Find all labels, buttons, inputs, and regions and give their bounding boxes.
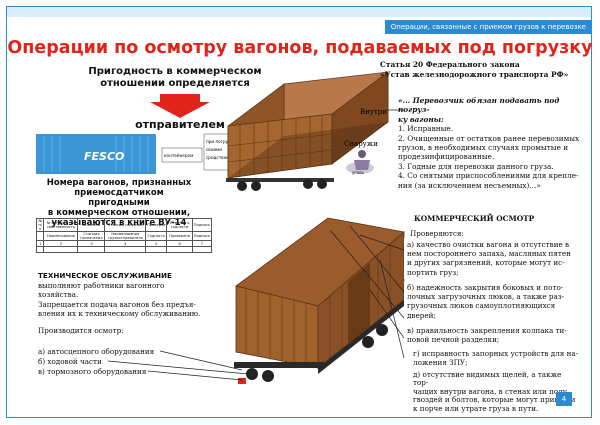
inside-label: Внутри [360, 108, 387, 116]
law-title-line-1: Статья 20 Федерального закона [380, 60, 520, 69]
inspect-item-a: а) автосцепного оборудования [38, 347, 155, 356]
container-illustration: FESCO контейнером при погрузке своими ср… [36, 133, 243, 174]
tech-line-4: вления их к техническому обслуживанию. [38, 309, 201, 318]
check-g-line: г) исправность запорных устройств для на… [413, 349, 579, 358]
check-d-line: к порче или утрате груза в пути. [413, 403, 539, 413]
book-line-2: приемосдатчиком пригодными [74, 188, 164, 208]
tech-line-1: выполняют работники вагонного [38, 280, 165, 290]
check-b-line: б) надежность закрытия боковых и пото- [407, 283, 564, 292]
check-v-line: повой печной разделки; [407, 335, 500, 345]
inspect-item-c: в) тормозного оборудования [38, 367, 147, 376]
check-b-line: лочных загрузочных люков, а также раз- [407, 292, 565, 302]
law-item: ния (за исключением несъемных)...» [398, 180, 541, 190]
check-intro: Проверяются: [410, 229, 464, 238]
law-quote-lead-2: ку вагоны: [398, 114, 444, 124]
container-caption-3: своими [206, 147, 222, 152]
table-header-cell: Отметка о годности [166, 218, 193, 232]
law-item: продезинфицированные. [398, 152, 495, 162]
law-item: 1. Исправные. [398, 124, 454, 134]
coal-label: уголь [352, 170, 364, 175]
law-item: грузов, в необходимых случаях промытые и [398, 143, 569, 153]
check-item-v: в) правильность закрепления колпака ти- … [404, 324, 584, 347]
sender-label: отправителем [135, 118, 225, 131]
tech-service-block: ТЕХНИЧЕСКОЕ ОБСЛУЖИВАНИЕ выполняют работ… [38, 271, 218, 319]
law-item: 4. Со снятыми приспособлениями для крепл… [398, 171, 579, 181]
table-sub-row: Наименование Станция назначения Наименов… [35, 231, 213, 241]
section-tab: Операции, связанные с приемом грузов к п… [384, 20, 592, 34]
law-title: Статья 20 Федерального закона «Устав жел… [380, 60, 580, 79]
open-wagon-illustration: Внутри [226, 71, 389, 191]
check-d-line: гвоздей и болтов, которые могут привести [413, 395, 576, 405]
container-caption-1: контейнером [164, 153, 193, 158]
check-a-line: и других загрязнений, которые могут ис- [407, 258, 565, 268]
table-header-cell: № вагона – тип собственность [43, 218, 79, 232]
check-item-g: г) исправность запорных устройств для на… [410, 347, 582, 370]
check-v-line: в) правильность закрепления колпака ти- [407, 326, 567, 335]
check-a-line: портить груз; [407, 267, 459, 277]
law-item: 2. Очищенные от остатков ранее перевозим… [398, 133, 580, 143]
box-wagon-illustration [234, 217, 405, 384]
vu14-table: № п/п № вагона – тип собственность № ваг… [35, 218, 213, 253]
law-title-line-2: «Устав железнодорожного транспорта РФ» [380, 69, 569, 79]
page-number: 4 [556, 392, 572, 406]
check-a-line: нем постороннего запаха, масляных пятен [407, 249, 571, 259]
law-quote-lead: «... Перевозчик обязан подавать под погр… [398, 96, 560, 115]
inspect-item-b: б) ходовой части [38, 357, 102, 366]
header-band [7, 7, 591, 17]
inspect-intro: Производится осмотр: [38, 326, 124, 335]
check-a-line: а) качество очистки вагона и отсутствие … [407, 240, 570, 249]
commercial-inspection-title: КОММЕРЧЕСКИЙ ОСМОТР [414, 214, 535, 223]
suitability-line-2: отношении определяется [100, 78, 250, 89]
down-arrow-icon [150, 94, 210, 118]
suitability-line-1: Пригодность в коммерческом [88, 66, 262, 77]
check-item-b: б) надежность закрытия боковых и пото- л… [404, 281, 584, 322]
container-brand: FESCO [84, 150, 124, 163]
tech-line-3: Запрещается подача вагонов без предъя- [38, 299, 196, 309]
inspector-figure: Снаружи уголь [344, 140, 378, 175]
check-b-line: дверей; [407, 310, 436, 320]
container-caption-4: средствами [206, 155, 232, 160]
page-frame [6, 6, 592, 418]
check-item-a: а) качество очистки вагона и отсутствие … [404, 238, 584, 279]
check-d-line: чащих внутри вагона, в стенах или полу [413, 386, 567, 396]
container-caption-2: при погрузке [206, 139, 236, 144]
tech-line-2: хозяйства. [38, 290, 79, 299]
outside-label: Снаружи [344, 140, 378, 148]
table-empty-row [35, 246, 213, 253]
check-item-d: д) отсутствие видимых щелей, а также тор… [410, 369, 582, 416]
check-g-line: ложения ЗПУ; [413, 358, 468, 368]
book-line-1: Номера вагонов, признанных [46, 178, 192, 188]
book-line-3: в коммерческом отношении, [47, 208, 191, 218]
law-quote: «... Перевозчик обязан подавать под погр… [398, 96, 582, 190]
tech-title: ТЕХНИЧЕСКОЕ ОБСЛУЖИВАНИЕ [38, 271, 172, 280]
suitability-heading: Пригодность в коммерческом отношении опр… [60, 66, 290, 90]
law-item: 3. Годные для перевозки данного груза. [398, 161, 554, 171]
page-title: Операции по осмотру вагонов, подаваемых … [7, 38, 593, 58]
check-d-line: д) отсутствие видимых щелей, а также тор… [413, 370, 562, 388]
check-b-line: грузочных люков самоуплотняющихся [407, 301, 556, 311]
